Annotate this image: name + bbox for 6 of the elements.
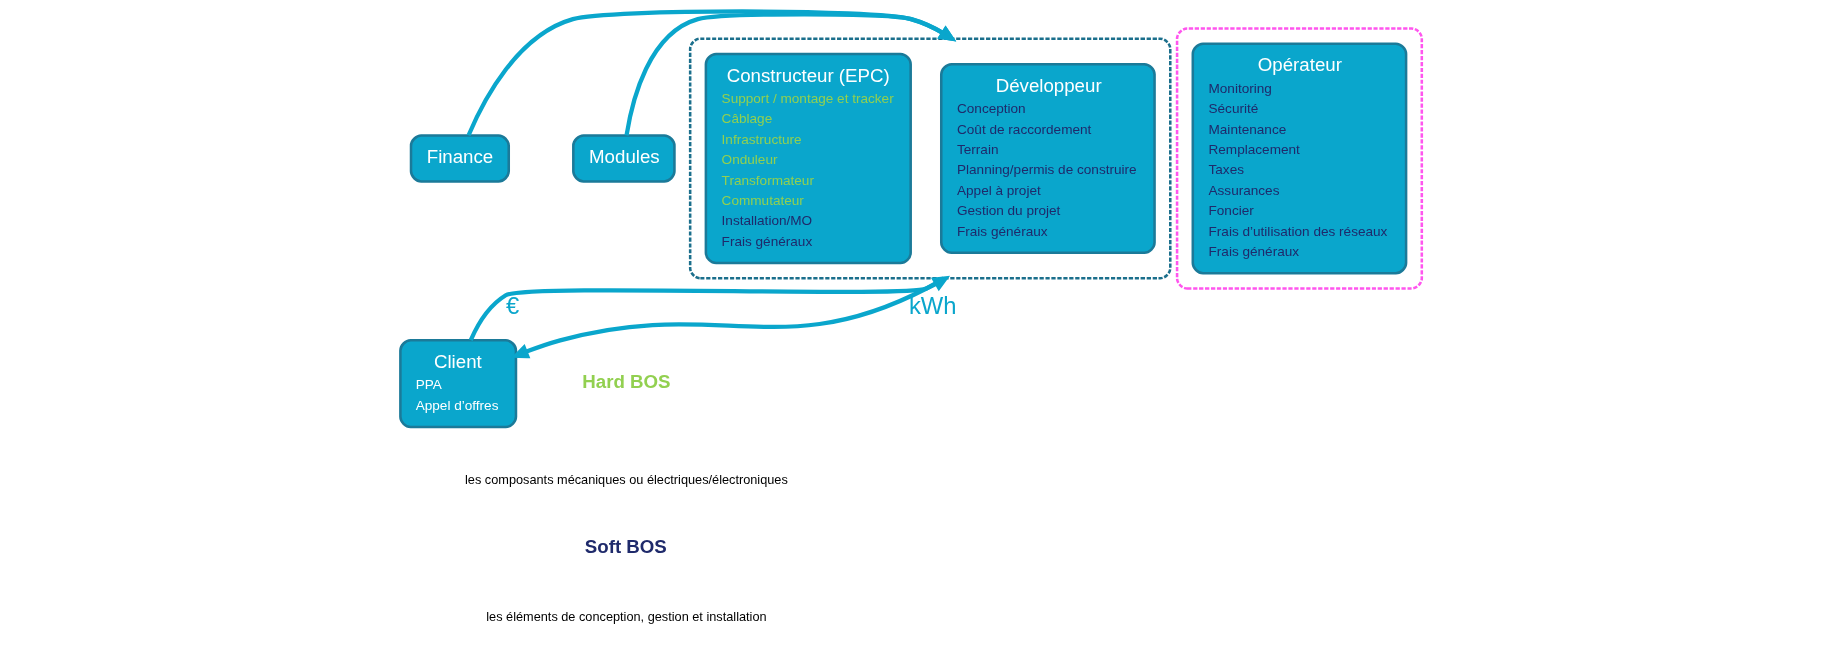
legend-label: Soft BOS xyxy=(584,536,667,558)
edge-label: kWh xyxy=(908,292,957,320)
label: les éléments de conception, gestion et installation xyxy=(485,609,767,625)
legend-label: Hard BOS xyxy=(581,370,671,392)
label: les composants mécaniques ou électriques/électroniques xyxy=(464,471,788,487)
edge-label: € xyxy=(505,292,519,320)
